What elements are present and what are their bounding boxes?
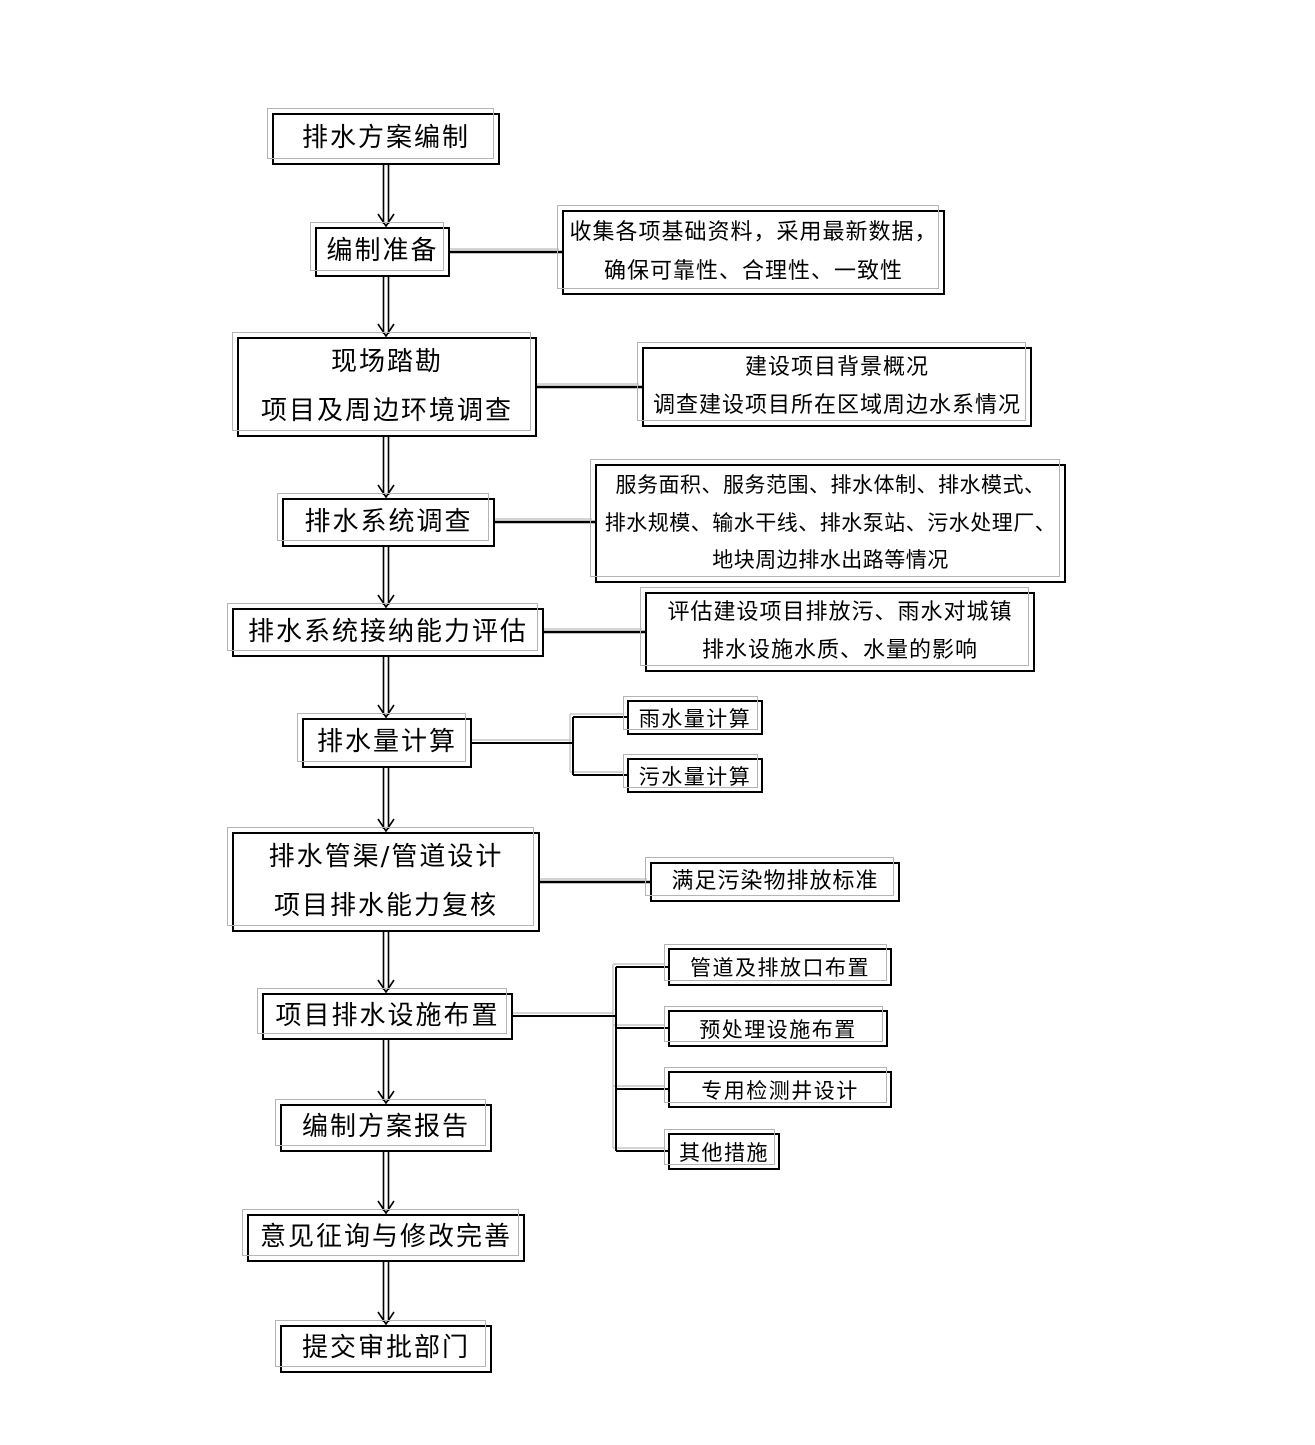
note-line2: 确保可靠性、合理性、一致性: [603, 258, 903, 284]
step-drainage-system-investigation: 排水系统调查: [277, 493, 495, 547]
branch-sewage-calculation: 污水量计算: [623, 754, 763, 793]
note-line2: 调查建设项目所在区域周边水系情况: [652, 393, 1021, 418]
annotation-links: [450, 250, 650, 884]
arrow-step2-step3: [377, 277, 395, 338]
step-submit-approval: 提交审批部门: [275, 1320, 492, 1373]
step-label-line1: 排水管渠/管道设计: [268, 841, 504, 872]
step-plan-compilation: 排水方案编制: [267, 108, 500, 165]
note-line1: 收集各项基础资料，采用最新数据，: [569, 220, 938, 245]
arrow-step9-step10: [377, 1152, 395, 1215]
arrow-step10-step11: [377, 1262, 395, 1326]
step-label: 编制准备: [326, 236, 439, 267]
step-pipeline-design: 排水管渠/管道设计 项目排水能力复核: [227, 827, 540, 932]
step-label-line2: 项目排水能力复核: [273, 891, 498, 921]
branch-label: 预处理设施布置: [699, 1017, 857, 1042]
note-line1: 服务面积、服务范围、排水体制、排水模式、: [615, 473, 1046, 498]
note-system-details: 服务面积、服务范围、排水体制、排水模式、 排水规模、输水干线、排水泵站、污水处理…: [590, 459, 1066, 583]
flow-arrows: [377, 165, 395, 1326]
arrow-step1-step2: [377, 165, 395, 228]
branch-label: 污水量计算: [638, 764, 752, 789]
note-data-collection: 收集各项基础资料，采用最新数据， 确保可靠性、合理性、一致性: [557, 205, 945, 295]
note-line3: 地块周边排水出路等情况: [712, 548, 949, 573]
step-capacity-assessment: 排水系统接纳能力评估: [227, 603, 544, 657]
arrow-step3-step4: [377, 437, 395, 499]
note-line1: 评估建设项目排放污、雨水对城镇: [667, 599, 1013, 625]
step-label: 编制方案报告: [301, 1112, 470, 1143]
branch-pipe-outlet-layout: 管道及排放口布置: [664, 944, 892, 986]
note-line2: 排水规模、输水干线、排水泵站、污水处理厂、: [604, 510, 1057, 535]
step-label-line2: 项目及周边环境调查: [260, 396, 513, 426]
connector-shadows: [444, 248, 665, 1149]
branch-label: 专用检测井设计: [701, 1078, 859, 1103]
branch-label: 雨水量计算: [638, 706, 752, 731]
note-discharge-standard: 满足污染物排放标准: [645, 857, 900, 902]
bracket-facility-branches: [513, 966, 668, 1152]
arrow-step6-step7: [377, 768, 395, 833]
note-line1: 满足污染物排放标准: [671, 868, 879, 894]
arrow-step8-step9: [377, 1040, 395, 1105]
arrow-step7-step8: [377, 932, 395, 994]
step-site-survey: 现场踏勘 项目及周边环境调查: [232, 332, 537, 437]
step-label: 排水量计算: [316, 727, 457, 758]
step-preparation: 编制准备: [310, 222, 450, 277]
note-project-background: 建设项目背景概况 调查建设项目所在区域周边水系情况: [637, 342, 1032, 427]
branch-other-measures: 其他措施: [664, 1129, 780, 1170]
step-label-line1: 现场踏勘: [330, 346, 443, 377]
arrow-step4-step5: [377, 547, 395, 609]
step-label: 排水方案编制: [301, 123, 470, 154]
step-label: 排水系统调查: [304, 506, 473, 537]
branch-rainwater-calculation: 雨水量计算: [623, 696, 763, 735]
branch-label: 管道及排放口布置: [690, 956, 870, 980]
arrow-step5-step6: [377, 657, 395, 719]
step-consultation-revision: 意见征询与修改完善: [242, 1209, 525, 1262]
step-drainage-volume-calculation: 排水量计算: [297, 713, 472, 768]
note-impact-assessment: 评估建设项目排放污、雨水对城镇 排水设施水质、水量的影响: [640, 587, 1035, 672]
note-line2: 排水设施水质、水量的影响: [701, 638, 978, 663]
step-label: 提交审批部门: [301, 1333, 470, 1364]
step-facility-layout: 项目排水设施布置: [257, 988, 513, 1040]
branch-inspection-well-design: 专用检测井设计: [664, 1067, 892, 1108]
step-label: 意见征询与修改完善: [259, 1222, 512, 1253]
bracket-calculation-branches: [472, 716, 627, 776]
note-line1: 建设项目背景概况: [744, 354, 929, 380]
step-report-compilation: 编制方案报告: [275, 1099, 492, 1152]
branch-pretreatment-facility: 预处理设施布置: [664, 1006, 888, 1047]
step-label: 排水系统接纳能力评估: [247, 616, 528, 647]
branch-label: 其他措施: [679, 1140, 769, 1165]
step-label: 项目排水设施布置: [275, 1000, 500, 1031]
